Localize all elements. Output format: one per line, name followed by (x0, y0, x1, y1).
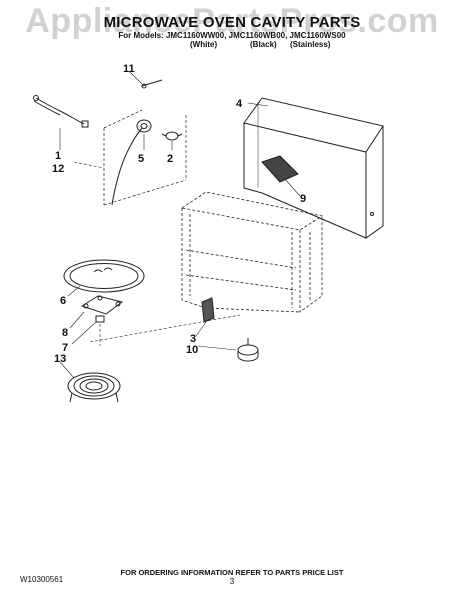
callout-2: 2 (167, 153, 173, 165)
callout-7: 7 (62, 342, 68, 354)
models-line: For Models: JMC1160WW00, JMC1160WB00, JM… (118, 31, 346, 40)
callout-12: 12 (52, 163, 64, 175)
callout-5: 5 (138, 153, 144, 165)
part-11-pin (129, 71, 163, 89)
callout-8: 8 (62, 327, 68, 339)
oven-cavity (180, 191, 324, 313)
ordering-info: FOR ORDERING INFORMATION REFER TO PARTS … (120, 568, 344, 577)
dashed-group-bracket (103, 109, 187, 206)
callout-6: 6 (60, 295, 66, 307)
part-3-vent-cover (195, 297, 215, 337)
callout-11: 11 (123, 63, 135, 75)
part-5-lamp-socket (111, 119, 152, 206)
callout-4: 4 (236, 98, 243, 110)
part-13-heating-element (59, 361, 121, 403)
variant-stainless: (Stainless) (290, 40, 331, 49)
guide-line-motor (89, 314, 241, 343)
callout-3: 3 (190, 333, 196, 345)
watermark: AppliancePartsPros.com (25, 2, 439, 40)
part-8-roller-ring (69, 295, 124, 329)
callout-13: 13 (54, 353, 66, 365)
part-10-motor (197, 338, 259, 362)
page-number: 3 (229, 577, 235, 586)
part-1-wire-harness (33, 95, 105, 169)
variant-black: (Black) (250, 40, 277, 49)
document-number: W10300561 (20, 575, 64, 584)
part-6-glass-tray (63, 259, 145, 297)
callout-1: 1 (55, 150, 61, 162)
page-title: MICROWAVE OVEN CAVITY PARTS (103, 14, 361, 31)
callout-9: 9 (300, 193, 306, 205)
part-9-panel (261, 155, 301, 197)
part-7-coupler (71, 315, 105, 345)
variant-white: (White) (190, 40, 218, 49)
part-4-outer-wrapper (243, 97, 384, 239)
callout-10: 10 (186, 344, 198, 356)
part-2-thermostat (161, 131, 183, 150)
